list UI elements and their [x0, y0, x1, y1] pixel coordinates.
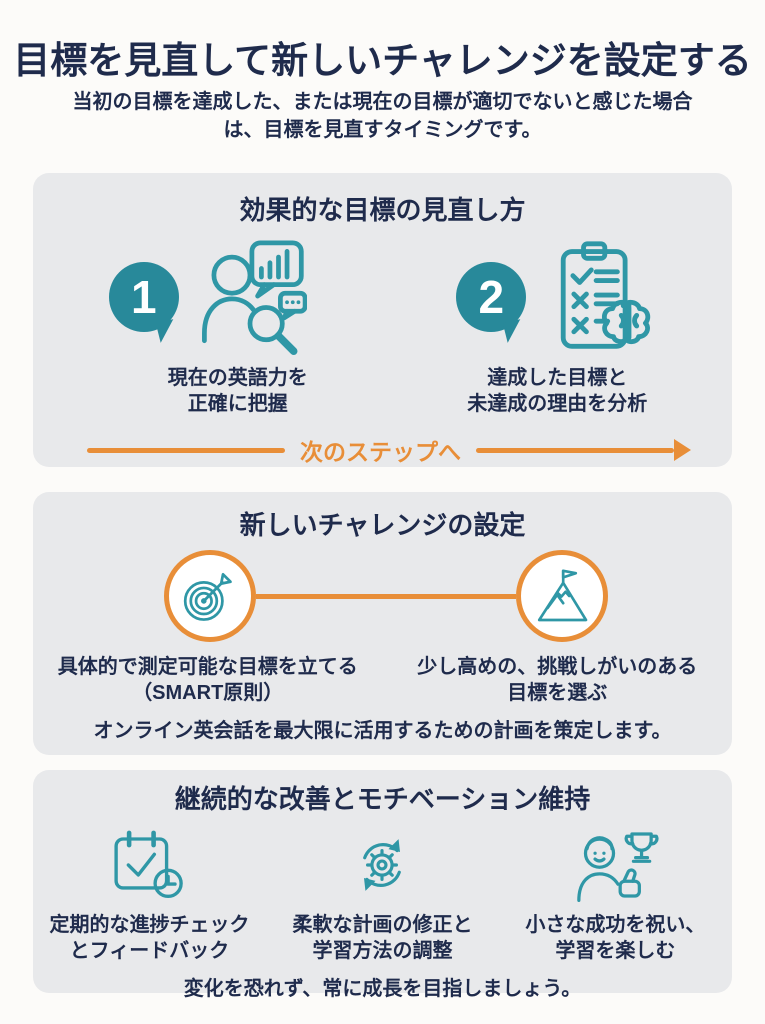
person-analysis-icon — [193, 237, 307, 357]
section-new-challenge: 新しいチャレンジの設定 — [33, 492, 732, 755]
arrow-label: 次のステップへ — [300, 439, 461, 465]
next-step-arrow: 次のステップへ — [33, 433, 732, 467]
target-icon — [179, 565, 241, 627]
journey-captions: 具体的で測定可能な目標を立てる （SMART原則） 少し高めの、挑戦しがいのある… — [33, 654, 732, 706]
section1-title: 効果的な目標の見直し方 — [239, 195, 526, 225]
celebrate-label: 小さな成功を祝い、 学習を楽しむ — [525, 914, 706, 962]
journey-connector — [256, 593, 516, 599]
section2-note: オンライン英会話を最大限に活用するための計画を策定します。 — [93, 720, 672, 742]
step-1: 1 — [33, 235, 383, 417]
page-title: 目標を見直して新しいチャレンジを設定する — [13, 40, 752, 81]
step-2: 2 — [383, 235, 733, 417]
arrow-line-right — [476, 447, 674, 453]
mountain-ring — [516, 550, 608, 642]
step-2-label: 達成した目標と 未達成の理由を分析 — [467, 367, 648, 415]
plan-adjust-label: 柔軟な計画の修正と 学習方法の調整 — [292, 914, 473, 962]
smart-goal-label: 具体的で測定可能な目標を立てる （SMART原則） — [57, 656, 358, 704]
steps-row: 1 — [33, 235, 732, 417]
progress-check-label: 定期的な進捗チェック とフィードバック — [49, 914, 250, 962]
gear-refresh-icon — [346, 829, 418, 901]
trio-captions-row: 定期的な進捗チェック とフィードバック 柔軟な計画の修正と 学習方法の調整 小さ… — [33, 912, 732, 964]
section2-title: 新しいチャレンジの設定 — [239, 510, 526, 540]
section3-note: 変化を恐れず、常に成長を目指しましょう。 — [183, 978, 582, 1000]
section-goal-review: 効果的な目標の見直し方 1 — [33, 173, 732, 467]
page-subtitle: 当初の目標を達成した、または現在の目標が適切でないと感じた場合は、目標を見直すタ… — [72, 91, 693, 142]
checklist-brain-icon — [540, 238, 658, 356]
section-continuous-improvement: 継続的な改善とモチベーション維持 — [33, 770, 732, 1000]
mountain-flag-icon — [532, 566, 592, 626]
calendar-check-clock-icon — [110, 828, 188, 902]
section3-title: 継続的な改善とモチベーション維持 — [174, 784, 591, 814]
step-1-number-badge: 1 — [108, 262, 179, 332]
target-ring — [164, 550, 256, 642]
journey-row — [33, 550, 732, 642]
step-2-number-badge: 2 — [456, 262, 527, 332]
stretch-goal-label: 少し高めの、挑戦しがいのある 目標を選ぶ — [417, 656, 698, 704]
trio-icons-row — [33, 826, 732, 904]
arrow-line-left — [87, 447, 285, 453]
person-trophy-icon — [570, 828, 660, 902]
step-1-label: 現在の英語力を 正確に把握 — [167, 367, 308, 415]
